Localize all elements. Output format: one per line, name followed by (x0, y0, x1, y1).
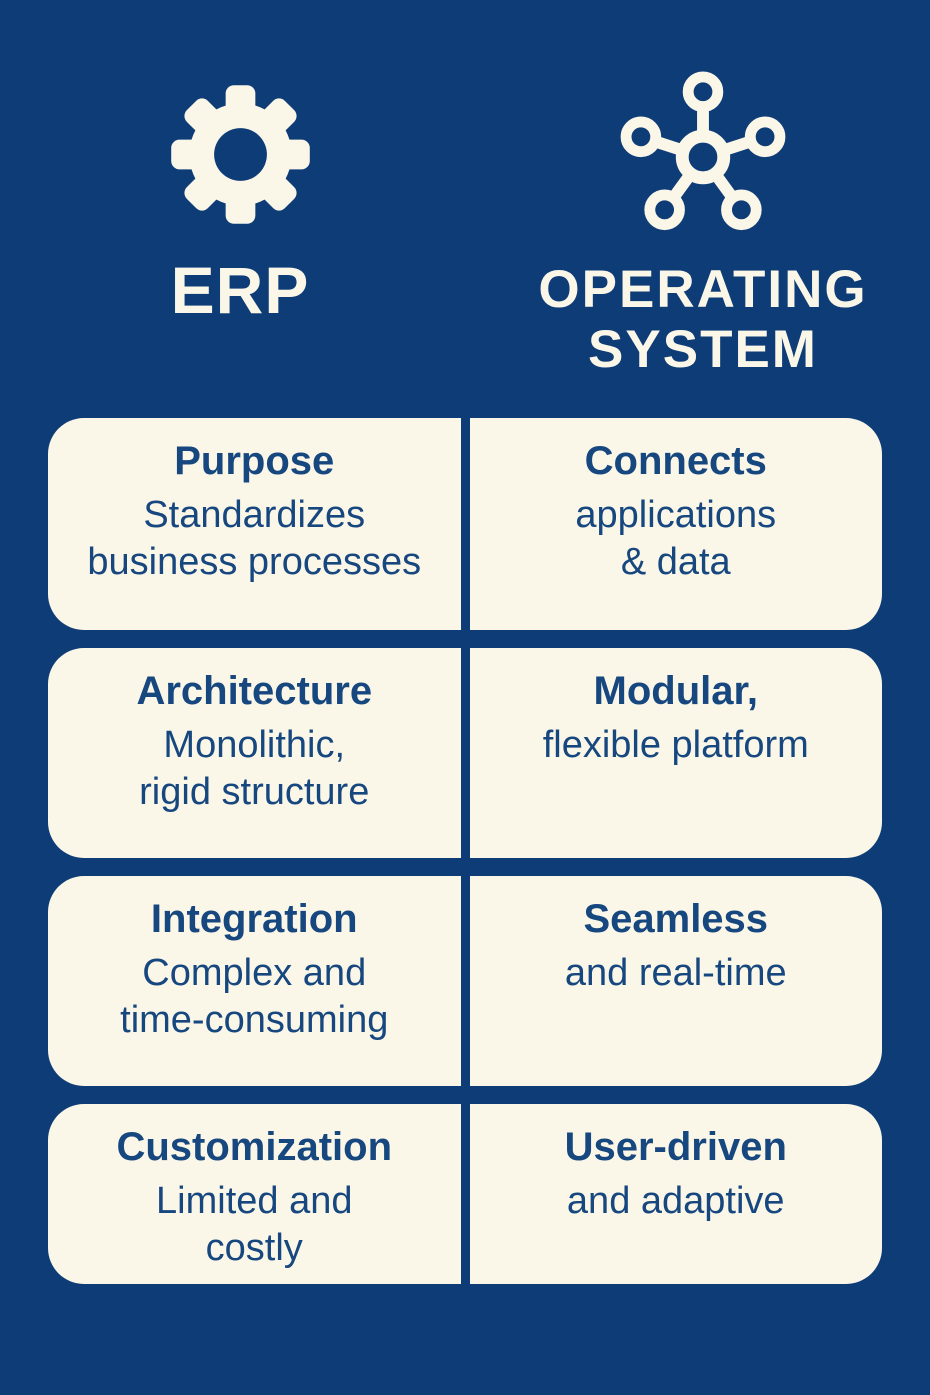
card-body: Complex and time-consuming (120, 952, 389, 1041)
card-os-connects: Connects applications & data (469, 418, 882, 630)
card-body: and real-time (564, 952, 787, 994)
card-heading: Purpose (174, 439, 335, 483)
card-erp-integration: Integration Complex and time-consuming (48, 876, 461, 1086)
comparison-grid: Purpose Standardizes business processes … (48, 418, 882, 1284)
card-body: Limited and costly (156, 1180, 353, 1269)
os-header: OPERATING SYSTEM (518, 68, 888, 380)
card-heading: Architecture (136, 669, 373, 713)
card-body: flexible platform (542, 724, 809, 766)
card-erp-customization: Customization Limited and costly (48, 1104, 461, 1284)
card-heading: Seamless (583, 897, 769, 941)
card-erp-architecture: Architecture Monolithic, rigid structure (48, 648, 461, 858)
erp-header: ERP (48, 72, 432, 323)
card-heading: Modular, (593, 669, 758, 713)
card-body: Monolithic, rigid structure (139, 724, 370, 813)
card-erp-purpose: Purpose Standardizes business processes (48, 418, 461, 630)
card-heading: Integration (150, 897, 358, 941)
card-heading: Customization (116, 1125, 393, 1169)
card-os-seamless: Seamless and real-time (469, 876, 882, 1086)
card-body: applications & data (575, 494, 777, 583)
card-heading: User-driven (564, 1125, 787, 1169)
card-os-modular: Modular, flexible platform (469, 648, 882, 858)
card-body: Standardizes business processes (87, 494, 422, 583)
card-heading: Connects (584, 439, 767, 483)
gear-icon (170, 85, 310, 224)
card-os-userdriven: User-driven and adaptive (469, 1104, 882, 1284)
card-body: and adaptive (566, 1180, 785, 1222)
os-title: OPERATING SYSTEM (538, 260, 868, 379)
network-hub-icon (620, 71, 786, 231)
erp-title: ERP (170, 253, 310, 327)
